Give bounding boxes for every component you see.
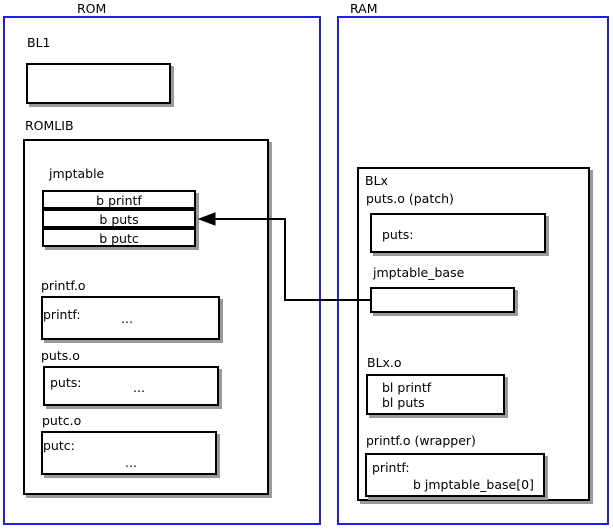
- putc-o-label: putc.o: [42, 413, 82, 428]
- printf-wrapper-label: printf.o (wrapper): [366, 433, 476, 448]
- printf-o-label: printf.o: [41, 278, 86, 293]
- jmptable-base-label: jmptable_base: [373, 265, 465, 280]
- bl1-label: BL1: [27, 35, 51, 50]
- jmptable-row-2: b putc: [42, 228, 196, 247]
- rom-region-label: ROM: [77, 1, 107, 16]
- putc-o-box: putc: ...: [41, 431, 217, 475]
- printf-o-symbol: printf:: [43, 307, 81, 322]
- puts-o-symbol: puts:: [50, 375, 82, 390]
- blx-o-line-2: bl puts: [382, 395, 425, 410]
- puts-o-box: puts: ...: [43, 366, 219, 406]
- jmptable-row-0-text: b printf: [96, 193, 142, 208]
- putc-o-symbol: putc:: [43, 438, 75, 453]
- romlib-label: ROMLIB: [25, 118, 74, 133]
- jmptable-row-1: b puts: [42, 209, 196, 228]
- bl1-box: [26, 63, 171, 104]
- ram-region-label: RAM: [350, 1, 378, 16]
- printf-wrapper-box: printf: b jmptable_base[0]: [365, 453, 545, 497]
- puts-o-body: ...: [133, 380, 145, 395]
- jmptable-label: jmptable: [49, 166, 105, 181]
- printf-o-body: ...: [121, 311, 133, 326]
- blx-o-line-1: bl printf: [382, 380, 432, 395]
- puts-patch-box: puts:: [370, 213, 546, 253]
- jmptable-row-1-text: b puts: [99, 212, 139, 227]
- blx-label: BLx: [365, 173, 388, 188]
- blx-o-box: bl printf bl puts: [366, 374, 505, 415]
- jmptable-row-2-text: b putc: [99, 231, 139, 246]
- jmptable-base-box: [370, 287, 515, 313]
- puts-patch-symbol: puts:: [382, 227, 414, 242]
- puts-o-label: puts.o: [41, 348, 80, 363]
- jmptable-row-0: b printf: [42, 190, 196, 209]
- puts-patch-label: puts.o (patch): [366, 191, 454, 206]
- blx-o-label: BLx.o: [367, 355, 402, 370]
- printf-o-box: printf: ...: [41, 296, 220, 340]
- printf-wrapper-symbol: printf:: [372, 460, 410, 475]
- printf-wrapper-instruction: b jmptable_base[0]: [413, 477, 534, 492]
- putc-o-body: ...: [125, 455, 137, 470]
